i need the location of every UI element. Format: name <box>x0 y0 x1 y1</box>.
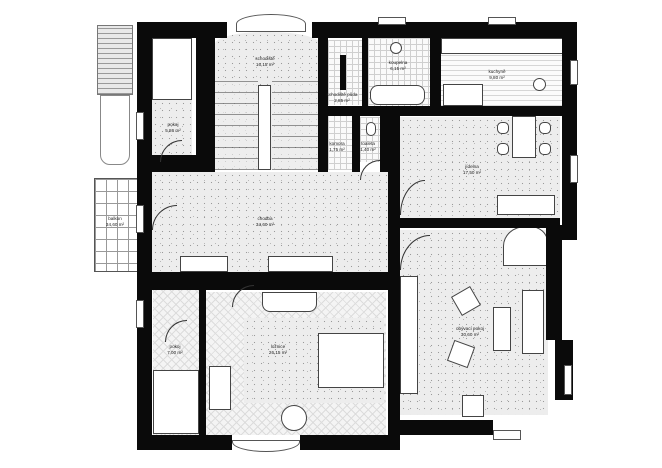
window <box>570 155 578 183</box>
wall-inner-vertical-mid <box>388 170 400 435</box>
wall-outer-top-right <box>312 22 577 38</box>
wall-inner-stair-right <box>318 38 328 172</box>
wall-inner-kitchen-left <box>430 38 441 108</box>
wall-outer-bottom-right <box>388 420 493 435</box>
dining-table <box>512 116 536 158</box>
main-stairs-left <box>215 80 258 170</box>
bed-bottom <box>153 370 199 434</box>
double-bed <box>318 333 384 388</box>
door-swing[interactable] <box>360 160 380 180</box>
wall-outer-right-bottom <box>546 225 562 340</box>
window <box>564 365 572 395</box>
bathtub <box>370 85 425 105</box>
desk <box>262 292 317 312</box>
washbasin <box>390 42 402 54</box>
window <box>136 300 144 328</box>
window <box>493 430 521 440</box>
wall-inner-jidelna-bottom <box>400 218 560 228</box>
sideboard <box>497 195 555 215</box>
balkon-area <box>94 178 138 272</box>
piano <box>503 226 548 266</box>
wall-inner-komora <box>352 112 360 172</box>
window <box>236 14 306 32</box>
round-table <box>281 405 307 431</box>
bench <box>209 366 231 410</box>
main-stairs-right <box>272 80 320 170</box>
chodba-floor <box>152 172 388 272</box>
attic-stair-core <box>340 55 346 90</box>
window <box>232 440 300 452</box>
kitchen-table <box>533 78 546 91</box>
wall-outer-bottom-left <box>137 435 232 450</box>
dining-chair <box>539 143 551 155</box>
wardrobe <box>180 256 228 272</box>
toaleta-floor <box>360 117 382 162</box>
dining-chair <box>497 122 509 134</box>
komora-floor <box>328 115 353 170</box>
wall-inner-wc-right <box>380 112 400 172</box>
pokoj-top-floor <box>152 100 192 155</box>
sofa <box>522 290 544 354</box>
dining-chair <box>539 122 551 134</box>
wardrobe <box>268 256 333 272</box>
bed-top <box>152 38 192 100</box>
kitchen-counter-top <box>441 38 568 54</box>
attic-stairs <box>322 40 364 105</box>
wall-outer-left <box>137 22 152 450</box>
window <box>136 112 144 140</box>
toilet <box>366 122 376 136</box>
window <box>570 60 578 85</box>
wall-inner-horizontal-top <box>328 106 568 116</box>
stair-newel <box>258 85 271 170</box>
window <box>378 17 406 25</box>
exterior-stairs <box>97 25 133 95</box>
armchair <box>462 395 484 417</box>
coffee-table <box>493 307 511 351</box>
wall-inner-loznice-left <box>199 290 206 435</box>
window <box>488 17 516 25</box>
window <box>136 205 144 233</box>
bookshelf <box>400 276 418 394</box>
wall-inner-chodba-bottom <box>152 272 388 290</box>
wall-inner-stair-left <box>196 22 215 172</box>
exterior-ramp <box>100 95 130 165</box>
wall-outer-right-top <box>562 22 577 240</box>
dining-chair <box>497 143 509 155</box>
wall-outer-bottom-mid <box>300 435 400 450</box>
kitchen-counter-bottom <box>443 84 483 106</box>
wall-inner-bath-left <box>362 38 368 108</box>
